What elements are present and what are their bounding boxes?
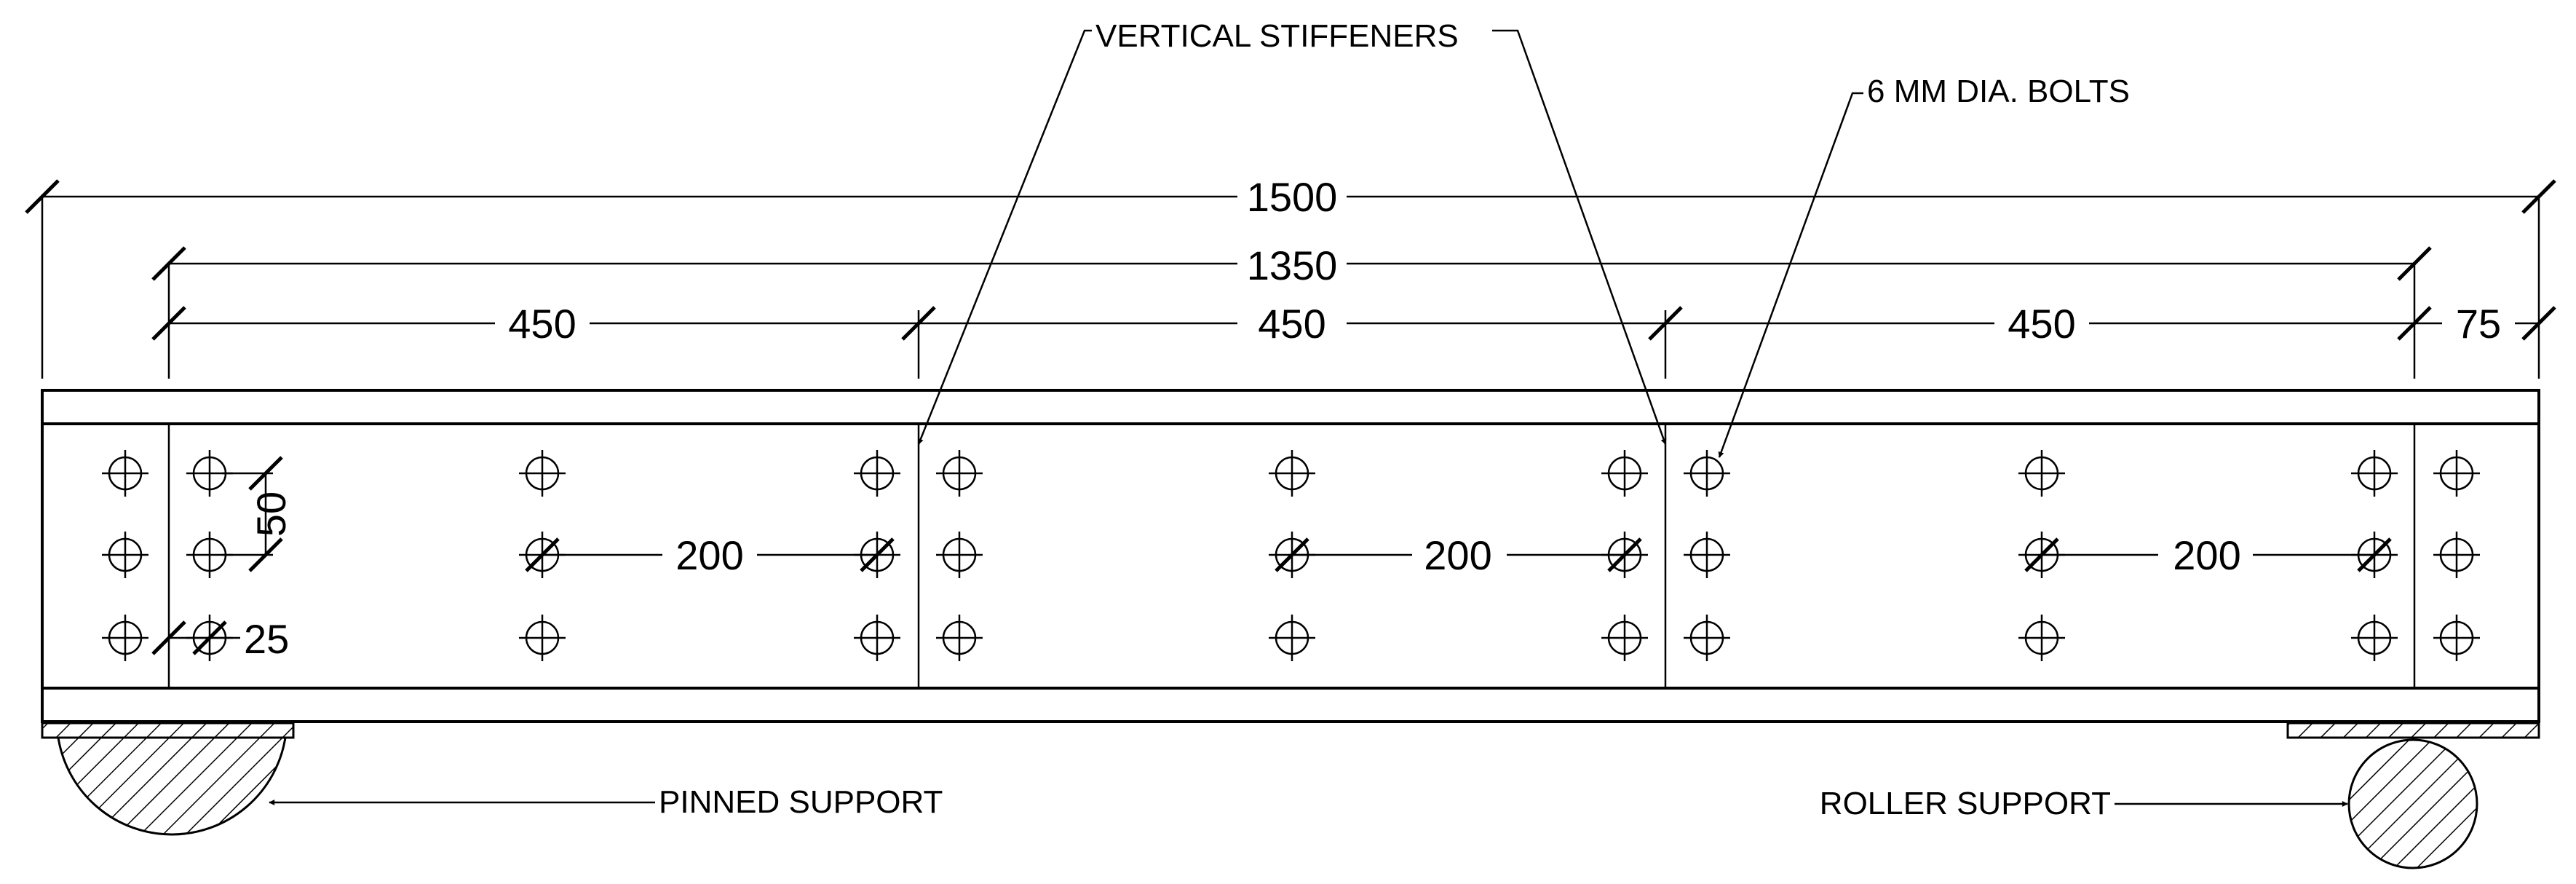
pinned-support-body [57, 736, 287, 836]
bolt-symbol [936, 532, 983, 578]
bolt-symbol [2351, 450, 2398, 497]
dim-panels: 450 450 450 75 [151, 301, 2556, 379]
bolt-symbol [519, 450, 566, 497]
bolt-symbol [1684, 615, 1730, 661]
dim-bolt-pitch: 200 200 200 [525, 532, 2392, 578]
beam [41, 389, 2540, 723]
roller-support-plate [2286, 722, 2540, 739]
roller-support: ROLLER SUPPORT [1820, 722, 2540, 869]
bolt-symbol [936, 615, 983, 661]
bolt-symbol [1684, 450, 1730, 497]
bolt-symbol [2433, 615, 2480, 661]
bolt-symbol [854, 615, 900, 661]
bolt-symbol [1269, 615, 1315, 661]
pinned-support-plate [41, 722, 295, 739]
dim-overall: 1500 [25, 174, 2556, 379]
bolt-symbol [854, 450, 900, 497]
bolt-symbol [1601, 615, 1648, 661]
bolt-symbol [2433, 532, 2480, 578]
label-pinned-support: PINNED SUPPORT [659, 784, 943, 820]
dim-row-spacing: 50 [222, 456, 294, 572]
bolt-symbol [1601, 450, 1648, 497]
bolt-symbol [2018, 615, 2065, 661]
dim-pitch-1-label: 200 [675, 532, 743, 578]
dim-pitch-3-label: 200 [2173, 532, 2240, 578]
dim-bolt-span-label: 1350 [1247, 242, 1338, 288]
callout-bolts: 6 MM DIA. BOLTS [1718, 74, 2130, 458]
dim-panel-3-label: 450 [2008, 301, 2075, 347]
dim-edge-distance-label: 25 [244, 616, 289, 662]
roller-support-body [2347, 738, 2478, 869]
label-roller-support: ROLLER SUPPORT [1820, 786, 2111, 821]
dim-panel-1-label: 450 [508, 301, 576, 347]
label-bolts: 6 MM DIA. BOLTS [1867, 74, 2130, 109]
dim-row-spacing-label: 50 [248, 492, 294, 537]
bolt-symbol [102, 615, 148, 661]
dim-bolt-span: 1350 [151, 242, 2432, 379]
bolt-symbol [936, 450, 983, 497]
bolt-symbol [2018, 450, 2065, 497]
dim-overall-label: 1500 [1247, 174, 1338, 220]
bolt-symbol [1684, 532, 1730, 578]
bolt-symbol [2351, 615, 2398, 661]
dim-end-label: 75 [2456, 301, 2501, 347]
callout-stiffeners: VERTICAL STIFFENERS [917, 18, 1667, 445]
beam-outline [41, 389, 2540, 723]
dim-panel-2-label: 450 [1258, 301, 1325, 347]
dim-pitch-2-label: 200 [1424, 532, 1491, 578]
label-vertical-stiffeners: VERTICAL STIFFENERS [1095, 18, 1459, 54]
dim-edge-distance: 25 [151, 616, 289, 662]
pinned-support: PINNED SUPPORT [41, 722, 943, 836]
bolt-symbol [519, 615, 566, 661]
bolt-symbol [2433, 450, 2480, 497]
bolt-symbol [102, 532, 148, 578]
bolt-symbol [102, 450, 148, 497]
bolt-symbol [1269, 450, 1315, 497]
